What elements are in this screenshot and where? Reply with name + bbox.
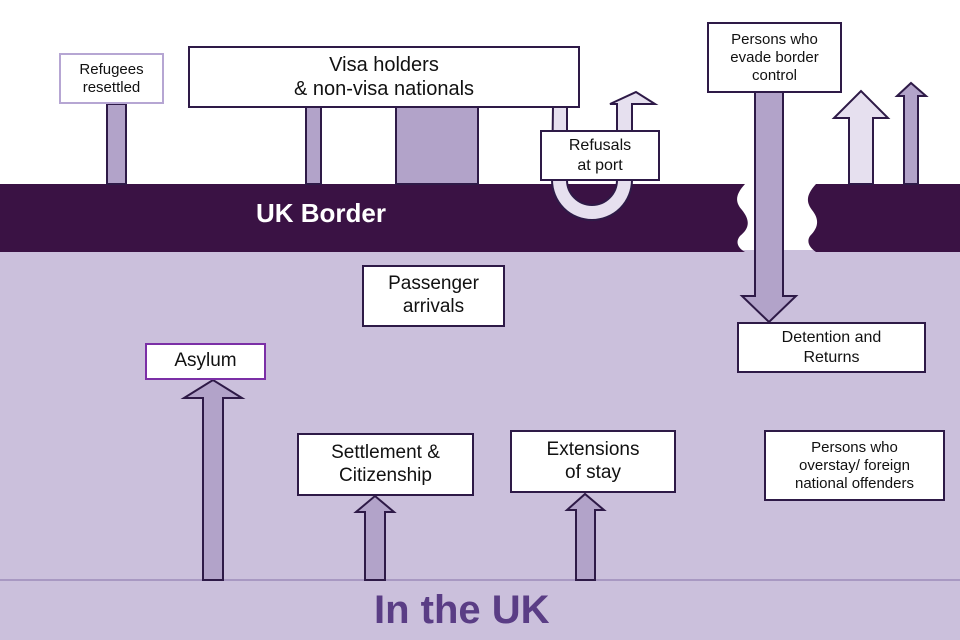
visa-holders-box: Visa holders & non-visa nationals [188, 46, 580, 108]
in-the-uk-label: In the UK [374, 588, 550, 632]
exit-arrow-light [831, 89, 891, 185]
overstay-offenders-box: Persons who overstay/ foreign national o… [764, 430, 945, 501]
asylum-box: Asylum [145, 343, 266, 380]
detention-returns-box: Detention and Returns [737, 322, 926, 373]
uk-border-band-right [807, 184, 960, 252]
evade-down-arrow [739, 89, 799, 324]
refugees-resettled-box: Refugees resettled [59, 53, 164, 104]
visa-stem-left [305, 105, 322, 185]
uk-border-label: UK Border [256, 198, 387, 228]
extensions-up-arrow [564, 492, 607, 581]
passenger-arrivals-box: Passenger arrivals [362, 265, 505, 327]
exit-arrow-dark [894, 81, 929, 185]
settlement-up-arrow [353, 494, 397, 581]
refusals-u-turn-arrow [550, 90, 659, 221]
asylum-up-arrow [180, 378, 246, 581]
evade-border-control-box: Persons who evade border control [707, 22, 842, 93]
refugees-stem [106, 103, 127, 185]
extensions-of-stay-box: Extensions of stay [510, 430, 676, 493]
settlement-citizenship-box: Settlement & Citizenship [297, 433, 474, 496]
refusals-at-port-box: Refusals at port [540, 130, 660, 181]
visa-stem-wide [395, 105, 479, 185]
